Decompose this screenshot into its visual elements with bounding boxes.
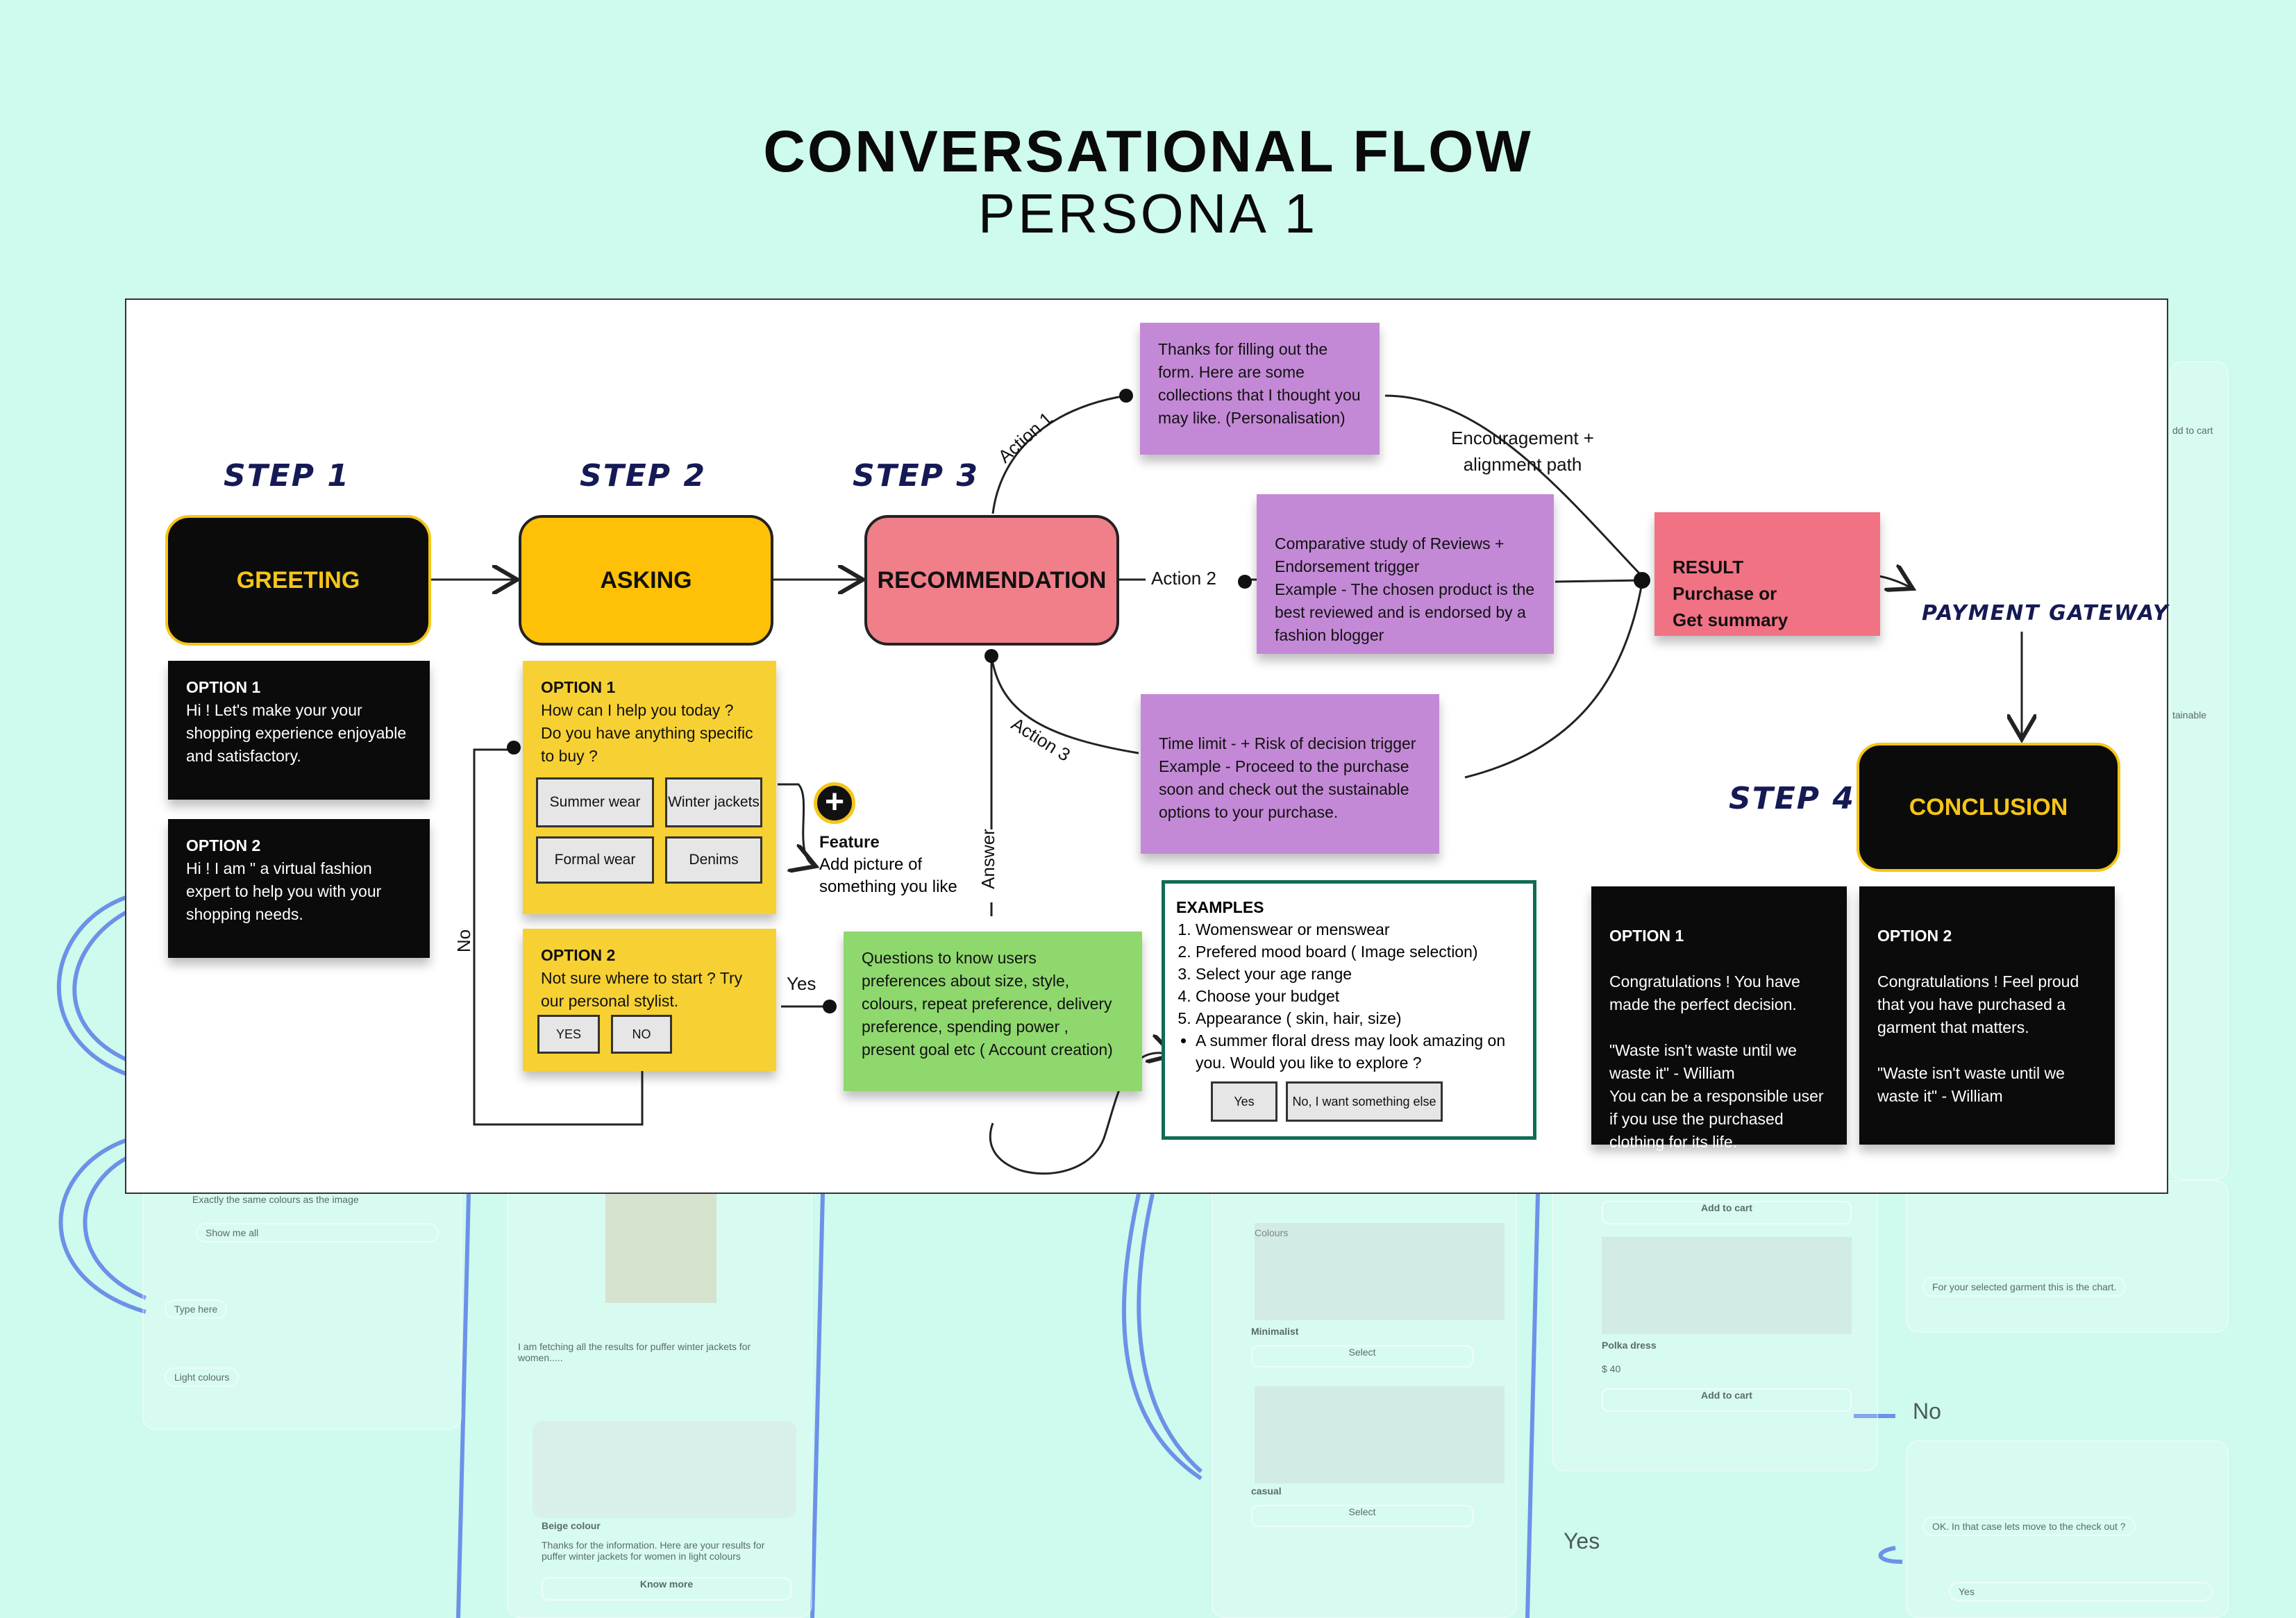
bg-side-text: dd to cart — [2172, 425, 2213, 436]
comparative-note: Comparative study of Reviews + Endorseme… — [1257, 494, 1554, 654]
bg-dress-image — [1602, 1237, 1852, 1334]
bg-mood-images-2 — [1255, 1386, 1505, 1483]
note-text: Questions to know users preferences abou… — [862, 949, 1113, 1059]
conclusion-option-1: OPTION 1 Congratulations ! You have made… — [1591, 886, 1847, 1151]
conclusion-option-2: OPTION 2 Congratulations ! Feel proud th… — [1859, 886, 2115, 1145]
bg-mood-label: Minimalist — [1251, 1326, 1299, 1337]
bg-product-title: Beige colour — [542, 1520, 601, 1531]
feature-title: Feature — [819, 833, 880, 852]
bg-chat-bubble: Light colours — [165, 1367, 240, 1387]
bg-chat-bubble: Show me all — [196, 1223, 439, 1242]
option-title: OPTION 2 — [1877, 927, 1952, 945]
yes-button[interactable]: YES — [537, 1015, 600, 1054]
option-title: OPTION 1 — [186, 678, 261, 696]
step-3-label: STEP 3 — [853, 458, 979, 494]
page-title: CONVERSATIONAL FLOW — [763, 119, 1533, 184]
encouragement-label: Encouragement + alignment path — [1451, 428, 1594, 475]
bg-chat-card-right-2: OK. In that case lets move to the check … — [1906, 1440, 2229, 1618]
bg-know-more-button: Know more — [542, 1577, 791, 1601]
option-text: Not sure where to start ? Try our person… — [541, 969, 743, 1010]
bg-add-to-cart: Add to cart — [1602, 1388, 1852, 1412]
examples-title: EXAMPLES — [1176, 898, 1264, 916]
bg-side-card: dd to cart tainable — [2170, 361, 2229, 1180]
bg-chat-bubble: Exactly the same colours as the image — [192, 1194, 359, 1205]
step-1-label: STEP 1 — [224, 458, 350, 494]
bg-moodboard-card: Colours Minimalist Select casual Select — [1212, 1180, 1517, 1618]
note-text: Thanks for filling out the form. Here ar… — [1158, 340, 1361, 427]
summer-wear-button[interactable]: Summer wear — [536, 777, 654, 827]
bg-chat-bubble: OK. In that case lets move to the check … — [1922, 1517, 2136, 1536]
note-text: Time limit - + Risk of decision trigger … — [1159, 734, 1416, 821]
bg-side-text: tainable — [2172, 709, 2207, 720]
step-4-label: STEP 4 — [1729, 781, 1855, 816]
personalisation-note: Thanks for filling out the form. Here ar… — [1140, 323, 1380, 455]
denims-button[interactable]: Denims — [665, 836, 762, 884]
option-text: Congratulations ! You have made the perf… — [1609, 972, 1824, 1151]
greeting-option-2: OPTION 2 Hi ! I am " a virtual fashion e… — [168, 819, 430, 958]
bg-chat-card-mid: I am fetching all the results for puffer… — [507, 1180, 812, 1618]
greeting-node: GREETING — [165, 515, 431, 646]
bg-product-title: Polka dress — [1602, 1340, 1657, 1351]
bg-big-no-label: No — [1913, 1399, 1941, 1424]
bg-mood-label: casual — [1251, 1485, 1282, 1497]
bg-price: $ 40 — [1602, 1363, 1621, 1374]
bg-chat-bubble: For your selected garment this is the ch… — [1922, 1277, 2127, 1297]
no-button[interactable]: NO — [611, 1015, 672, 1054]
payment-gateway-label: PAYMENT GATEWAY — [1922, 601, 2170, 625]
questions-note: Questions to know users preferences abou… — [844, 932, 1142, 1091]
option-text: Hi ! I am " a virtual fashion expert to … — [186, 859, 382, 923]
note-text: Comparative study of Reviews + Endorseme… — [1275, 534, 1535, 644]
bg-big-yes-label: Yes — [1564, 1528, 1600, 1553]
option-text: Congratulations ! Feel proud that you ha… — [1877, 972, 2079, 1105]
example-item: Select your age range — [1196, 963, 1522, 985]
bg-select-button: Select — [1251, 1345, 1473, 1367]
bg-mood-images — [1255, 1223, 1505, 1320]
bg-chat-bubble: Type here — [165, 1299, 228, 1319]
bg-product-desc: Thanks for the information. Here are you… — [542, 1540, 765, 1562]
option-title: OPTION 2 — [541, 946, 616, 964]
examples-yes-button[interactable]: Yes — [1211, 1081, 1277, 1122]
examples-bullet-list: A summer floral dress may look amazing o… — [1176, 1029, 1522, 1074]
example-item: Womenswear or menswear — [1196, 918, 1522, 941]
option-text: How can I help you today ? Do you have a… — [541, 701, 753, 765]
asking-node: ASKING — [519, 515, 773, 646]
feature-note: Feature Add picture of something you lik… — [819, 832, 979, 898]
page-subtitle: PERSONA 1 — [978, 183, 1318, 244]
option-title: OPTION 2 — [186, 836, 261, 854]
action-2-label: Action 2 — [1151, 568, 1216, 589]
formal-wear-button[interactable]: Formal wear — [536, 836, 654, 884]
bg-jacket-image-2 — [533, 1421, 796, 1518]
bg-chat-bubble: Yes — [1949, 1582, 2213, 1601]
bg-colours-label: Colours — [1255, 1227, 1289, 1238]
feature-text: Add picture of something you like — [819, 855, 957, 896]
conclusion-node: CONCLUSION — [1857, 743, 2120, 872]
no-label: No — [453, 929, 475, 953]
example-bullet: A summer floral dress may look amazing o… — [1196, 1029, 1522, 1074]
bg-jacket-image — [605, 1188, 717, 1303]
greeting-option-1: OPTION 1 Hi ! Let's make your your shopp… — [168, 661, 430, 800]
bg-chat-bubble: I am fetching all the results for puffer… — [518, 1341, 751, 1363]
step-2-label: STEP 2 — [580, 458, 706, 494]
time-limit-note: Time limit - + Risk of decision trigger … — [1141, 694, 1439, 854]
example-item: Prefered mood board ( Image selection) — [1196, 941, 1522, 963]
option-title: OPTION 1 — [541, 678, 616, 696]
bg-chat-card-left: Exactly the same colours as the image Sh… — [142, 1180, 462, 1430]
answer-label: Answer — [977, 829, 998, 889]
winter-jackets-button[interactable]: Winter jackets — [665, 777, 762, 827]
bg-add-to-cart: Add to cart — [1602, 1201, 1852, 1224]
example-item: Choose your budget — [1196, 985, 1522, 1007]
result-note: RESULT Purchase or Get summary — [1654, 512, 1880, 636]
recommendation-node: RECOMMENDATION — [864, 515, 1119, 646]
bg-select-button: Select — [1251, 1505, 1473, 1527]
add-picture-plus-icon[interactable]: + — [814, 782, 855, 824]
option-text: Hi ! Let's make your your shopping exper… — [186, 701, 407, 765]
yes-label: Yes — [787, 973, 816, 994]
option-title: OPTION 1 — [1609, 927, 1684, 945]
example-item: Appearance ( skin, hair, size) — [1196, 1007, 1522, 1029]
note-text: RESULT Purchase or Get summary — [1673, 557, 1788, 630]
bg-cart-card: Add to cart Polka dress $ 40 Add to cart — [1552, 1180, 1878, 1472]
examples-no-button[interactable]: No, I want something else — [1286, 1081, 1443, 1122]
examples-list: Womenswear or menswear Prefered mood boa… — [1176, 918, 1522, 1029]
